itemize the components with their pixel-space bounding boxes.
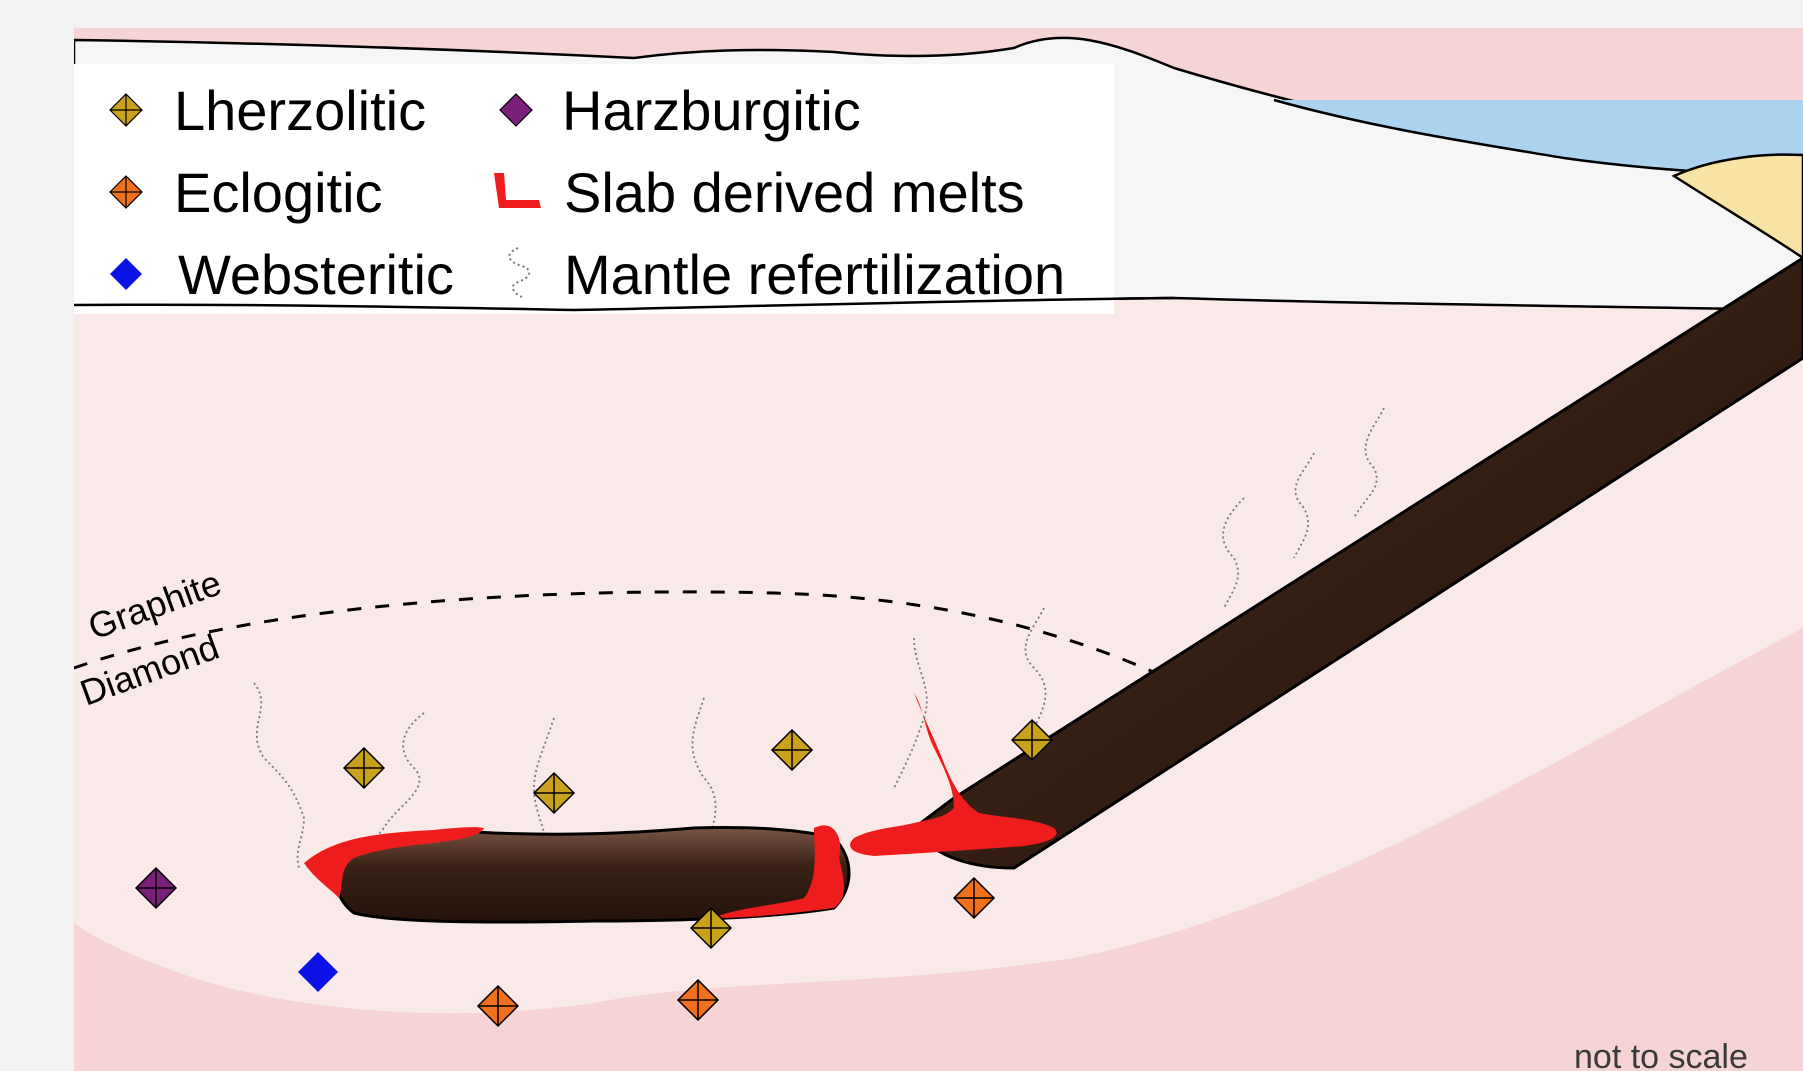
- scale-note: not to scale: [1574, 1038, 1748, 1071]
- diagram-svg: Graphite Diamond: [74, 28, 1803, 1071]
- subduction-diagram: Graphite Diamond: [74, 28, 1803, 1071]
- legend-item-mantle-refertilization: Mantle refertilization: [509, 243, 1065, 306]
- legend: Lherzolitic Harzburgitic Eclogitic: [74, 64, 1114, 314]
- legend-label: Mantle refertilization: [564, 243, 1065, 306]
- legend-label: Websteritic: [178, 243, 454, 306]
- legend-label: Slab derived melts: [564, 161, 1025, 224]
- legend-label: Harzburgitic: [562, 79, 861, 142]
- legend-label: Eclogitic: [174, 161, 383, 224]
- legend-label: Lherzolitic: [174, 79, 426, 142]
- legend-item-slab-melts: Slab derived melts: [494, 161, 1025, 224]
